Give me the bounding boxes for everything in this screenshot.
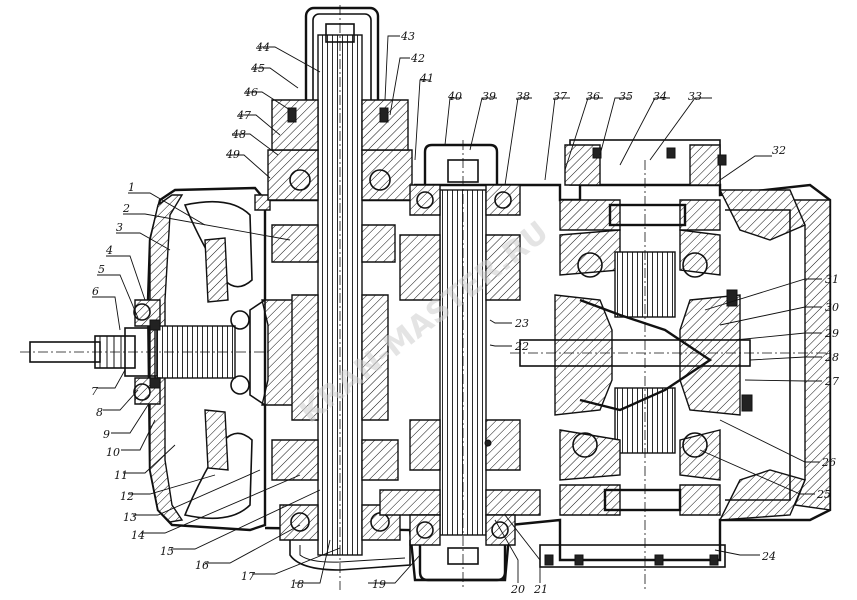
callout-21: 21 bbox=[533, 583, 548, 596]
callout-17: 17 bbox=[241, 570, 255, 583]
callout-22: 22 bbox=[514, 340, 529, 353]
callout-46: 46 bbox=[243, 86, 258, 99]
callout-11: 11 bbox=[114, 469, 128, 482]
callout-7: 7 bbox=[91, 385, 98, 398]
callout-45: 45 bbox=[250, 62, 265, 75]
primary-vertical-shaft bbox=[267, 5, 413, 590]
callout-36: 36 bbox=[586, 90, 600, 103]
callout-19: 19 bbox=[372, 578, 386, 591]
callout-16: 16 bbox=[195, 559, 209, 572]
callout-6: 6 bbox=[92, 285, 99, 298]
input-shaft bbox=[20, 299, 300, 405]
main-housing bbox=[254, 183, 832, 582]
callout-28: 28 bbox=[824, 351, 839, 364]
callout-10: 10 bbox=[106, 446, 120, 459]
callout-9: 9 bbox=[103, 428, 110, 441]
callout-14: 14 bbox=[131, 529, 145, 542]
callout-49: 49 bbox=[225, 148, 240, 161]
callout-23: 23 bbox=[514, 317, 529, 330]
intermediate-vertical-shaft bbox=[379, 140, 541, 590]
callout-27: 27 bbox=[824, 375, 839, 388]
callout-34: 34 bbox=[653, 90, 667, 103]
leader-lines bbox=[92, 35, 822, 584]
callout-4: 4 bbox=[105, 244, 113, 257]
callout-18: 18 bbox=[290, 578, 304, 591]
callout-43: 43 bbox=[400, 30, 415, 43]
oil-sump bbox=[289, 540, 411, 571]
callout-24-bottom: 24 bbox=[761, 550, 776, 563]
callout-1: 1 bbox=[128, 181, 135, 194]
callout-37: 37 bbox=[553, 90, 567, 103]
callout-labels: 1 2 3 4 5 6 7 8 9 10 11 12 13 14 15 16 1… bbox=[91, 30, 839, 596]
left-cover-housing bbox=[146, 186, 267, 532]
callout-40: 40 bbox=[447, 90, 462, 103]
callout-8: 8 bbox=[96, 406, 103, 419]
callout-38: 38 bbox=[516, 90, 530, 103]
differential-assembly bbox=[510, 139, 830, 590]
callout-20: 20 bbox=[510, 583, 525, 596]
callout-35: 35 bbox=[619, 90, 633, 103]
callout-26: 26 bbox=[821, 456, 836, 469]
callout-33: 33 bbox=[688, 90, 702, 103]
callout-47: 47 bbox=[236, 109, 251, 122]
callout-39: 39 bbox=[482, 90, 496, 103]
callout-30: 30 bbox=[825, 301, 839, 314]
callout-32: 32 bbox=[772, 144, 786, 157]
callout-29: 29 bbox=[824, 327, 839, 340]
callout-41: 41 bbox=[419, 72, 434, 85]
callout-48: 48 bbox=[231, 128, 246, 141]
callout-3: 3 bbox=[116, 221, 123, 234]
callout-25: 25 bbox=[816, 488, 831, 501]
callout-42: 42 bbox=[410, 52, 425, 65]
callout-44: 44 bbox=[255, 41, 270, 54]
callout-31: 31 bbox=[825, 273, 839, 286]
callout-2: 2 bbox=[122, 202, 130, 215]
callout-13: 13 bbox=[123, 511, 137, 524]
bolts bbox=[149, 147, 753, 566]
callout-15: 15 bbox=[160, 545, 174, 558]
callout-5: 5 bbox=[98, 263, 105, 276]
callout-12: 12 bbox=[120, 490, 134, 503]
